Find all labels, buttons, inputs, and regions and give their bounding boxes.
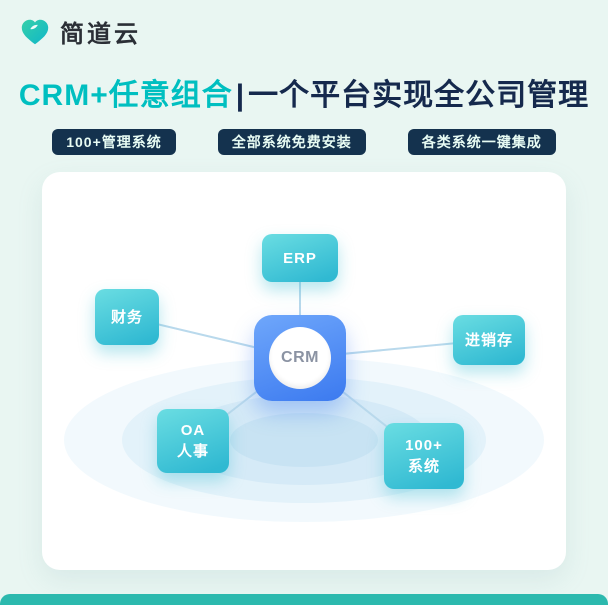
node-label: 100+ [405, 437, 443, 454]
node-inventory: 进销存 [453, 315, 525, 365]
node-100-plus-systems: 100+ 系统 [384, 423, 464, 489]
heart-logo-icon [18, 15, 52, 49]
headline-rest: 一个平台实现全公司管理 [248, 79, 590, 112]
diagram-card: ERP 财务 进销存 OA 人事 100+ 系统 CRM [42, 172, 566, 570]
badge-one-click-integration: 各类系统一键集成 [407, 129, 556, 155]
feature-badges: 100+管理系统 全部系统免费安装 各类系统一键集成 [0, 129, 608, 155]
page-title: CRM+任意组合|一个平台实现全公司管理 [0, 70, 608, 114]
node-crm-center: CRM [254, 315, 346, 401]
badge-free-install: 全部系统免费安装 [217, 129, 366, 155]
logo[interactable]: 简道云 [18, 14, 141, 49]
node-label: 系统 [407, 458, 440, 475]
node-erp: ERP [262, 234, 338, 282]
node-label: OA [180, 422, 206, 439]
node-finance: 财务 [95, 289, 159, 345]
node-label: 人事 [176, 443, 209, 460]
headline-highlight: CRM+任意组合 [18, 79, 233, 112]
logo-text: 简道云 [60, 21, 141, 48]
node-label: ERP [283, 249, 317, 267]
badge-management-systems: 100+管理系统 [52, 129, 176, 155]
node-oa-hr: OA 人事 [157, 409, 229, 473]
headline-divider: | [235, 79, 246, 112]
node-label: 财务 [110, 308, 143, 326]
crm-center-label: CRM [269, 327, 331, 389]
node-label: 进销存 [464, 331, 513, 349]
bottom-accent-bar [0, 594, 608, 605]
